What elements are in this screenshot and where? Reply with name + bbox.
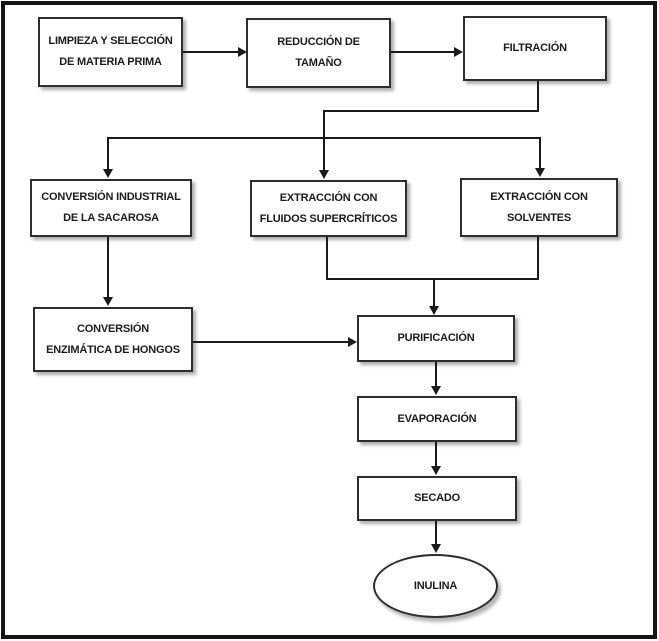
node-filtracion: FILTRACIÓN bbox=[463, 16, 607, 81]
arrowhead-down-icon bbox=[103, 169, 113, 178]
connector-line bbox=[435, 521, 437, 545]
arrowhead-down-icon bbox=[431, 386, 441, 395]
node-extraccion-solventes: EXTRACCIÓN CON SOLVENTES bbox=[460, 178, 618, 237]
connector-line bbox=[326, 278, 539, 280]
node-label: CONVERSIÓN INDUSTRIAL DE LA SACAROSA bbox=[41, 191, 181, 224]
connector-line bbox=[391, 51, 454, 53]
arrowhead-down-icon bbox=[431, 544, 441, 553]
arrowhead-right-icon bbox=[454, 47, 463, 57]
connector-line bbox=[537, 81, 539, 112]
node-label: SECADO bbox=[414, 492, 460, 504]
connector-line bbox=[107, 137, 541, 139]
node-label: FILTRACIÓN bbox=[503, 42, 567, 54]
node-label: INULINA bbox=[413, 579, 458, 592]
connector-line bbox=[537, 237, 539, 280]
arrowhead-right-icon bbox=[238, 47, 247, 57]
node-label: PURIFICACIÓN bbox=[397, 332, 475, 344]
node-conversion-enzimatica: CONVERSIÓN ENZIMÁTICA DE HONGOS bbox=[33, 307, 193, 372]
node-label: REDUCCIÓN DE TAMAÑO bbox=[277, 36, 360, 69]
node-evaporacion: EVAPORACIÓN bbox=[357, 396, 517, 442]
node-conversion-industrial: CONVERSIÓN INDUSTRIAL DE LA SACAROSA bbox=[30, 179, 192, 237]
connector-line bbox=[433, 280, 435, 307]
connector-line bbox=[323, 110, 325, 171]
node-inulina-terminal: INULINA bbox=[373, 554, 498, 618]
node-reduccion-de-tamano: REDUCCIÓN DE TAMAÑO bbox=[246, 18, 391, 88]
connector-line bbox=[107, 237, 109, 298]
connector-line bbox=[326, 237, 328, 280]
connector-line bbox=[107, 137, 109, 170]
arrowhead-down-icon bbox=[431, 466, 441, 475]
arrowhead-right-icon bbox=[348, 337, 357, 347]
node-label: EXTRACCIÓN CON SOLVENTES bbox=[490, 190, 588, 224]
connector-line bbox=[193, 341, 348, 343]
arrowhead-down-icon bbox=[429, 306, 439, 315]
arrowhead-down-icon bbox=[535, 168, 545, 177]
node-secado: SECADO bbox=[357, 476, 517, 521]
arrowhead-down-icon bbox=[319, 170, 329, 179]
connector-line bbox=[435, 442, 437, 467]
connector-line bbox=[539, 137, 541, 169]
node-extraccion-fluidos-supercriticos: EXTRACCIÓN CON FLUIDOS SUPERCRÍTICOS bbox=[250, 180, 407, 237]
connector-line bbox=[435, 362, 437, 387]
node-label: EVAPORACIÓN bbox=[397, 412, 477, 425]
arrowhead-down-icon bbox=[103, 297, 113, 306]
node-label: CONVERSIÓN ENZIMÁTICA DE HONGOS bbox=[46, 322, 180, 356]
connector-line bbox=[183, 51, 238, 53]
node-label: LIMPIEZA Y SELECCIÓN DE MATERIA PRIMA bbox=[48, 35, 173, 68]
node-label: EXTRACCIÓN CON FLUIDOS SUPERCRÍTICOS bbox=[259, 191, 398, 225]
node-limpieza-y-seleccion: LIMPIEZA Y SELECCIÓN DE MATERIA PRIMA bbox=[38, 17, 183, 87]
connector-line bbox=[323, 110, 539, 112]
node-purificacion: PURIFICACIÓN bbox=[357, 315, 515, 362]
